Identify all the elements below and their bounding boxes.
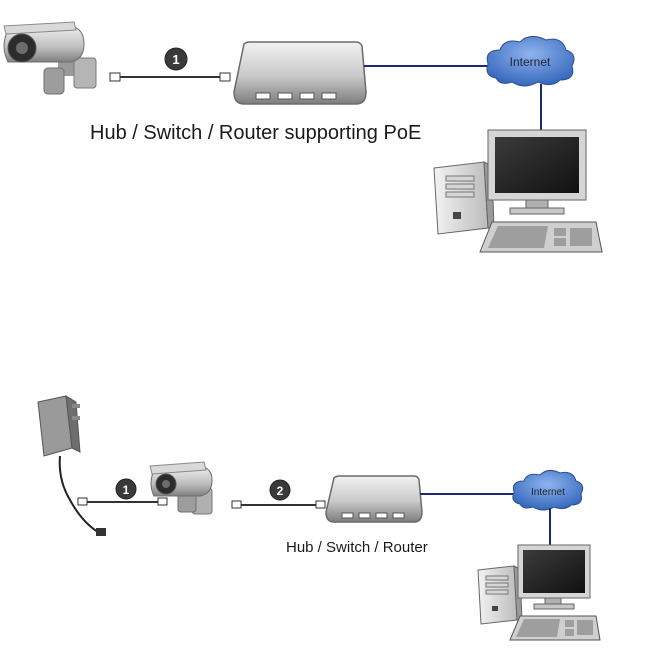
device-label: Hub / Switch / Router	[286, 539, 428, 556]
ip-camera-icon	[149, 461, 213, 515]
internet-cloud-icon: Internet	[512, 469, 584, 511]
bottom-diagram: 1 2	[37, 395, 601, 641]
hub-switch-router-icon	[233, 41, 367, 105]
internet-label: Internet	[531, 487, 565, 498]
desktop-computer-icon	[477, 544, 601, 641]
ethernet-cable-icon	[77, 497, 168, 506]
internet-label: Internet	[510, 55, 551, 69]
ethernet-cable-icon	[231, 500, 326, 509]
step-number: 1	[172, 52, 179, 67]
internet-cloud-icon: Internet	[486, 36, 575, 87]
step-badge-2: 2	[269, 479, 291, 501]
ip-camera-icon	[3, 21, 97, 95]
hub-switch-router-icon	[325, 475, 423, 523]
ethernet-cable-icon	[109, 72, 231, 82]
step-badge-1: 1	[115, 478, 137, 500]
power-adapter-icon	[37, 395, 106, 536]
step-number: 2	[277, 484, 284, 498]
step-badge-1: 1	[164, 47, 188, 71]
device-label: Hub / Switch / Router supporting PoE	[90, 122, 421, 144]
step-number: 1	[123, 483, 130, 497]
top-diagram: 1 Internet Hub / Switch / Router support…	[3, 21, 603, 253]
desktop-computer-icon	[433, 129, 603, 253]
